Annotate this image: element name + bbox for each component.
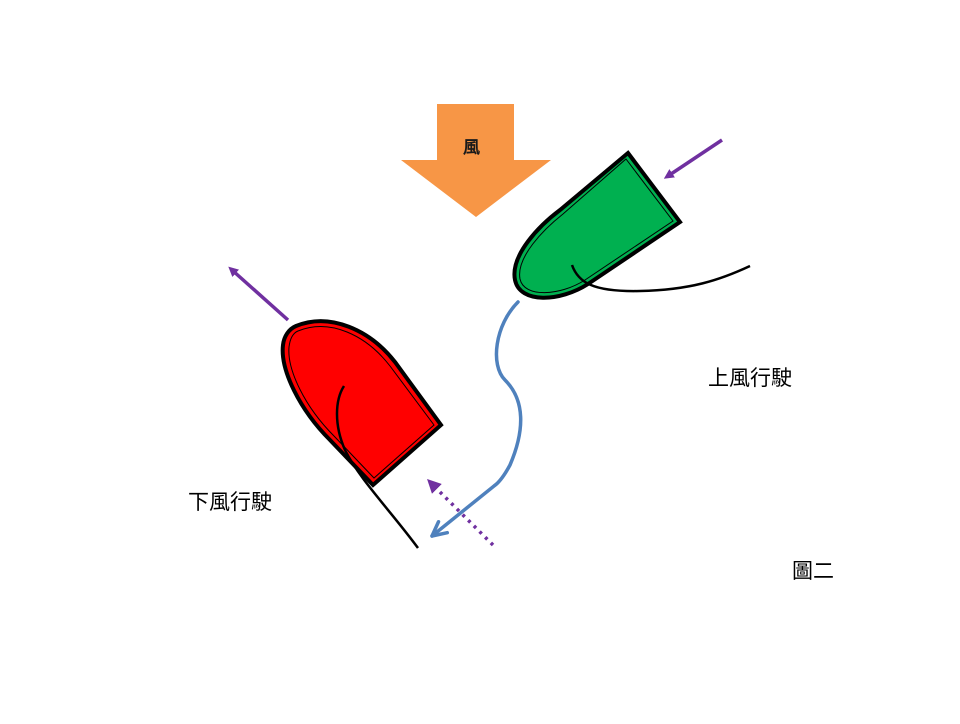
leeward-label: 下風行駛 [188, 490, 272, 514]
course-path-arrow-icon [430, 300, 523, 538]
windward-heading-arrow-icon [663, 138, 723, 179]
leeward-boat-icon [280, 319, 444, 549]
figure-label: 圖二 [792, 559, 834, 583]
windward-label: 上風行駛 [708, 366, 792, 390]
wind-label: 風 [463, 138, 480, 158]
wind-arrow-icon [401, 104, 551, 217]
leeward-heading-arrow-icon [228, 266, 290, 322]
windward-boat-icon [512, 150, 751, 300]
